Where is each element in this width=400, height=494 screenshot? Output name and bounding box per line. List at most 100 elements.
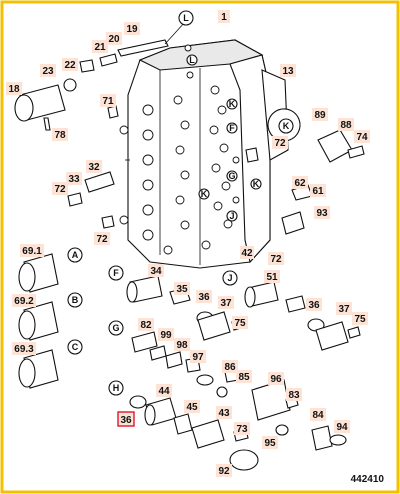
- label-51: 51: [264, 270, 280, 283]
- svg-text:72: 72: [54, 184, 66, 195]
- label-36b: 36: [306, 298, 322, 311]
- label-21: 21: [92, 40, 108, 53]
- svg-text:36: 36: [120, 415, 132, 426]
- label-95: 95: [262, 436, 278, 449]
- svg-text:83: 83: [288, 390, 300, 401]
- label-93: 93: [314, 206, 330, 219]
- callout-text: J: [229, 211, 234, 221]
- svg-text:74: 74: [356, 132, 368, 143]
- label-32: 32: [86, 160, 102, 173]
- label-61: 61: [310, 184, 326, 197]
- label-42: 42: [240, 246, 254, 259]
- callout-text: A: [72, 250, 79, 260]
- label-69-1: 69.1: [20, 244, 44, 257]
- svg-text:69.3: 69.3: [14, 344, 34, 355]
- svg-text:13: 13: [282, 66, 294, 77]
- label-83: 83: [286, 388, 302, 401]
- label-69-3: 69.3: [12, 342, 36, 355]
- svg-text:75: 75: [234, 318, 246, 329]
- svg-text:21: 21: [94, 42, 106, 53]
- svg-text:78: 78: [54, 130, 66, 141]
- label-19: 19: [124, 22, 140, 35]
- letter-callouts: L K F J G H A B C F J K L K G K: [67, 10, 294, 396]
- label-86: 86: [222, 360, 238, 373]
- svg-text:72: 72: [96, 234, 108, 245]
- label-1: 1: [218, 10, 230, 23]
- svg-text:34: 34: [150, 266, 162, 277]
- label-75b: 75: [352, 312, 368, 325]
- svg-text:86: 86: [224, 362, 236, 373]
- svg-text:72: 72: [270, 254, 282, 265]
- spool-assembly-top-left: [14, 21, 186, 131]
- left-side-parts: [67, 105, 119, 229]
- label-13: 13: [280, 64, 296, 77]
- callout-text: G: [112, 323, 119, 333]
- label-43: 43: [216, 406, 232, 419]
- callout-text: K: [201, 189, 208, 199]
- svg-text:85: 85: [238, 372, 250, 383]
- solenoid-69-1: [18, 253, 59, 293]
- label-36-highlighted: 36: [117, 411, 135, 427]
- svg-text:93: 93: [316, 208, 328, 219]
- svg-text:72: 72: [274, 138, 286, 149]
- label-88: 88: [338, 118, 354, 131]
- svg-text:84: 84: [312, 410, 324, 421]
- callout-text: F: [229, 123, 235, 133]
- svg-text:51: 51: [266, 272, 278, 283]
- label-62: 62: [292, 176, 308, 189]
- svg-text:88: 88: [340, 120, 352, 131]
- label-78: 78: [52, 128, 68, 141]
- label-85: 85: [236, 370, 252, 383]
- callout-text: H: [113, 383, 120, 393]
- svg-text:95: 95: [264, 438, 276, 449]
- callout-text: K: [229, 99, 236, 109]
- solenoid-69-2: [18, 301, 59, 341]
- svg-text:19: 19: [126, 24, 138, 35]
- svg-text:18: 18: [8, 84, 20, 95]
- label-37b: 37: [336, 302, 352, 315]
- svg-text:73: 73: [236, 424, 248, 435]
- svg-text:42: 42: [241, 248, 253, 259]
- reference-number: 442410: [351, 474, 385, 485]
- svg-text:33: 33: [68, 174, 80, 185]
- svg-text:45: 45: [186, 402, 198, 413]
- svg-text:1: 1: [221, 12, 227, 23]
- svg-text:44: 44: [158, 386, 170, 397]
- label-72c: 72: [94, 232, 110, 245]
- callout-text: L: [189, 55, 195, 65]
- callout-text: K: [253, 179, 260, 189]
- svg-text:43: 43: [218, 408, 230, 419]
- svg-text:69.1: 69.1: [22, 246, 42, 257]
- label-72a: 72: [272, 136, 288, 149]
- label-89: 89: [312, 108, 328, 121]
- svg-text:97: 97: [192, 352, 204, 363]
- label-35: 35: [174, 282, 190, 295]
- label-37: 37: [218, 296, 234, 309]
- svg-text:89: 89: [314, 110, 326, 121]
- label-45: 45: [184, 400, 200, 413]
- solenoid-69-3: [18, 349, 59, 389]
- label-34: 34: [148, 264, 164, 277]
- svg-text:61: 61: [312, 186, 324, 197]
- svg-text:94: 94: [336, 422, 348, 433]
- svg-text:82: 82: [140, 320, 152, 331]
- label-75a: 75: [232, 316, 248, 329]
- label-84: 84: [310, 408, 326, 421]
- svg-text:75: 75: [354, 314, 366, 325]
- block-ports: [119, 44, 240, 255]
- svg-text:69.2: 69.2: [14, 296, 34, 307]
- label-69-2: 69.2: [12, 294, 36, 307]
- label-18: 18: [6, 82, 22, 95]
- svg-text:62: 62: [294, 178, 306, 189]
- label-44: 44: [156, 384, 172, 397]
- label-72d: 72: [268, 252, 284, 265]
- label-72b: 72: [52, 182, 68, 195]
- callout-text: B: [72, 295, 79, 305]
- svg-text:22: 22: [64, 60, 76, 71]
- label-98: 98: [174, 338, 190, 351]
- main-valve-block: [119, 39, 289, 269]
- label-23: 23: [40, 64, 56, 77]
- svg-text:98: 98: [176, 340, 188, 351]
